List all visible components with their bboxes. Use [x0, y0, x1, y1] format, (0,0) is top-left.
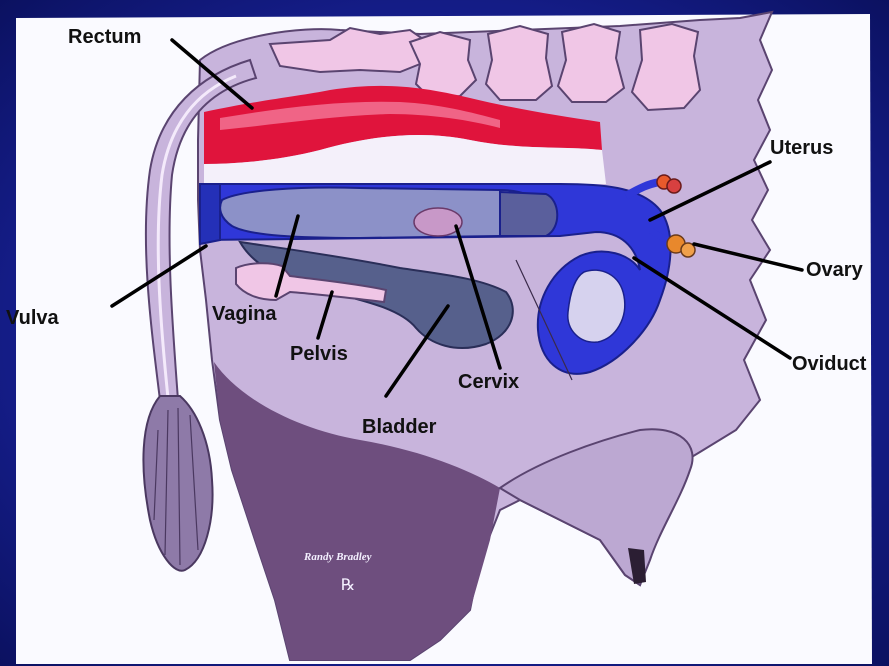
uterus-label: Uterus: [770, 137, 833, 159]
artist-signature: Randy Bradley: [303, 551, 372, 563]
uterine-horn-inner: [568, 270, 625, 342]
vagina-label: Vagina: [212, 303, 277, 325]
artist-monogram: ℞: [341, 575, 355, 594]
pelvis-label: Pelvis: [290, 343, 348, 365]
oviduct-label: Oviduct: [792, 353, 867, 375]
vertebra-4: [632, 24, 700, 110]
ovary-label: Ovary: [806, 259, 864, 281]
vertebra-2: [486, 26, 552, 100]
vulva: [200, 184, 220, 244]
cervix-rings: [414, 208, 462, 236]
vulva-label: Vulva: [6, 307, 59, 329]
cervix-label: Cervix: [458, 371, 519, 393]
rectum-label: Rectum: [68, 26, 141, 48]
vagina: [220, 188, 548, 239]
vertebra-3: [558, 24, 624, 102]
bladder-label: Bladder: [362, 416, 437, 438]
cervix: [500, 192, 557, 236]
